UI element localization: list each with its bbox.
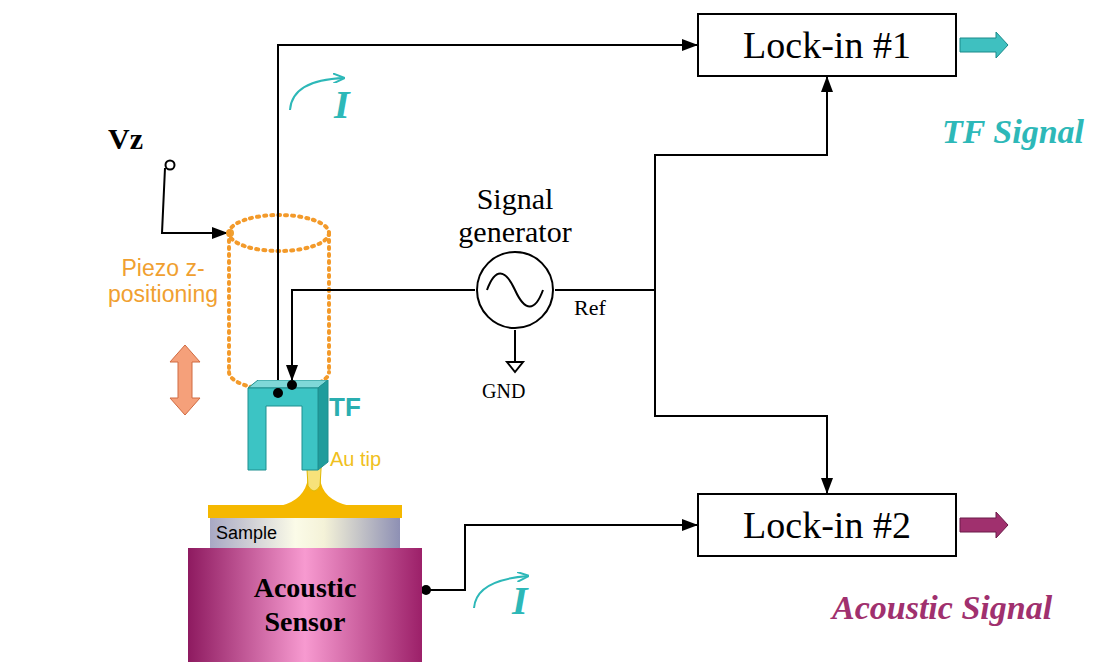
wire-connector xyxy=(292,290,475,380)
sine-wave xyxy=(487,274,543,307)
node-label: Lock-in #1 xyxy=(743,23,911,67)
ground-label: GND xyxy=(482,380,525,403)
part-name: Piezo z-positioning xyxy=(88,255,238,308)
wire-connector xyxy=(555,290,827,493)
current-label: I xyxy=(334,82,350,128)
terminal xyxy=(273,388,283,398)
current-label: I xyxy=(512,578,528,624)
fork-front xyxy=(248,388,318,470)
node-label: Acoustic Sensor xyxy=(225,571,385,638)
fork-shape xyxy=(245,380,330,475)
part-name: Au tip xyxy=(330,448,381,471)
oscillator-circle xyxy=(475,250,555,330)
fork-side xyxy=(318,380,328,470)
tuning-fork: TF xyxy=(245,380,370,440)
terminal xyxy=(287,380,297,390)
lock-in-box: Lock-in #2 xyxy=(697,493,957,557)
output-arrow xyxy=(960,32,1008,58)
signal-generator: Signal generator xyxy=(440,182,590,332)
node-label: TF xyxy=(329,392,361,423)
wire-connector xyxy=(555,77,827,290)
wire-connector xyxy=(422,525,697,590)
ground-wire xyxy=(514,330,516,362)
terminal xyxy=(166,161,175,170)
sample-layer: Sample xyxy=(210,518,400,548)
ground-symbol xyxy=(507,362,523,372)
gold-layer xyxy=(208,505,402,518)
acoustic-sensor: Acoustic Sensor xyxy=(188,548,422,662)
lock-in-box: Lock-in #1 xyxy=(697,13,957,77)
voltage-label: Vz xyxy=(108,122,143,157)
node-label: Signal generator xyxy=(440,182,590,248)
vz-wire xyxy=(162,168,227,233)
wire-connector xyxy=(278,45,697,380)
node-label: Lock-in #2 xyxy=(743,503,911,547)
output-arrow xyxy=(960,512,1008,538)
circle-outline xyxy=(477,252,553,328)
signal-name: Acoustic Signal xyxy=(832,588,1052,627)
motion-arrow xyxy=(170,345,200,415)
node-label: Sample xyxy=(216,523,277,544)
signal-name: Ref xyxy=(574,295,606,320)
signal-name: TF Signal xyxy=(942,112,1084,151)
